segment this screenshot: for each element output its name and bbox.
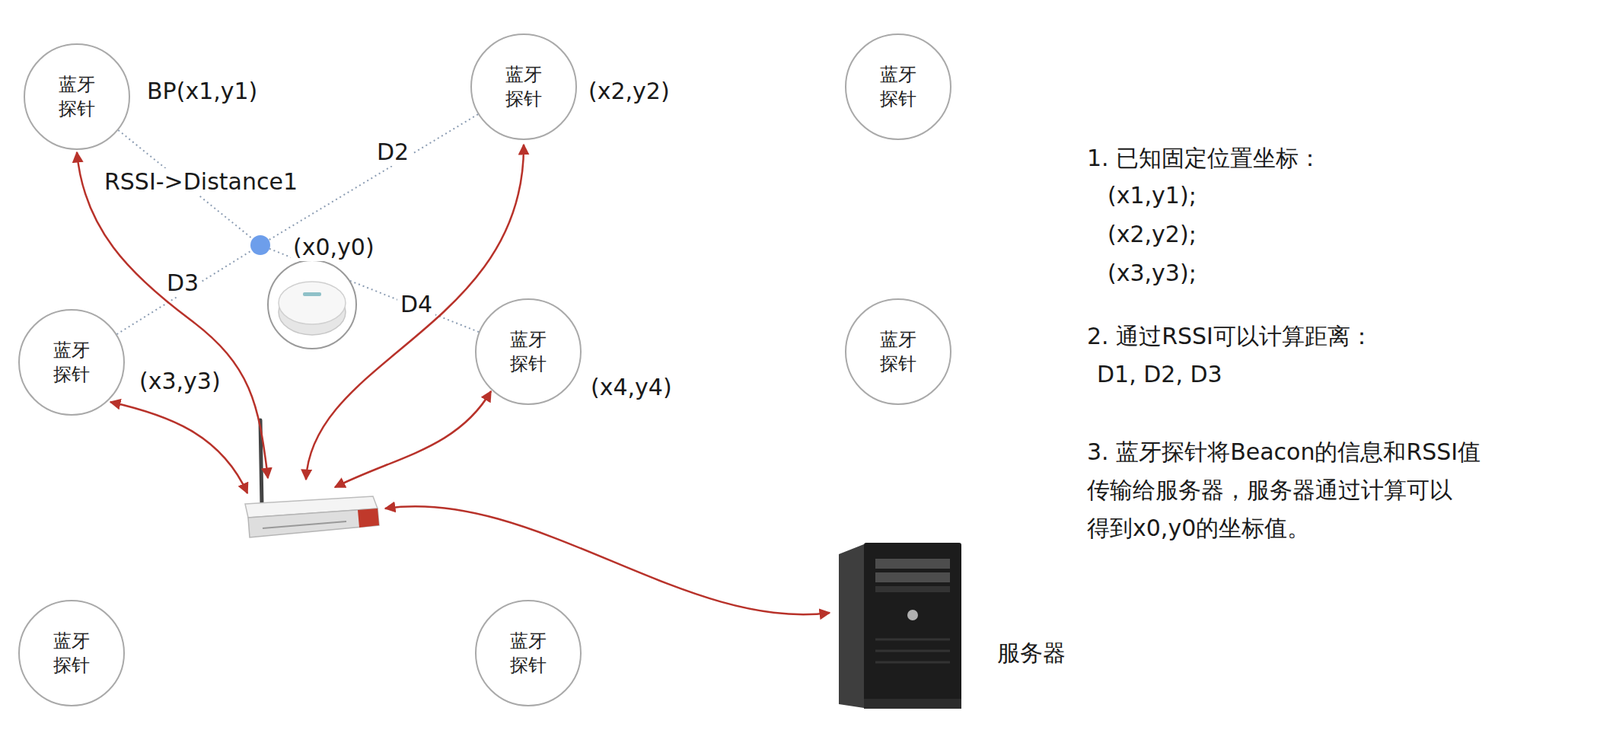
server-front <box>863 542 962 709</box>
probe-name: 蓝牙 探针 <box>53 337 90 388</box>
note-text: (x1,y1); <box>1107 176 1197 215</box>
probe-name: 蓝牙 探针 <box>509 628 547 679</box>
bluetooth-probe: 蓝牙 探针 <box>474 599 582 707</box>
note-text: 2. 通过RSSI可以计算距离： <box>1086 317 1374 356</box>
note-text: (x3,y3); <box>1107 254 1197 293</box>
coordinate-label: (x2,y2) <box>586 77 673 106</box>
beacon-top <box>278 281 346 325</box>
distance-line <box>116 250 252 335</box>
beacon-position: (x0,y0) <box>250 235 271 255</box>
probe-name: 蓝牙 探针 <box>53 628 90 679</box>
server-bay <box>875 558 950 569</box>
bluetooth-probe: 蓝牙 探针BP(x1,y1) <box>23 43 131 150</box>
bluetooth-probe: 蓝牙 探针(x4,y4) <box>474 298 582 405</box>
bluetooth-probe: 蓝牙 探针 <box>844 33 952 141</box>
coordinate-label: (x4,y4) <box>588 373 675 402</box>
note-text: 1. 已知固定位置坐标： <box>1086 139 1322 178</box>
network-link <box>334 391 491 488</box>
router <box>245 420 380 538</box>
server-vent <box>875 638 950 641</box>
server-vent <box>875 661 950 664</box>
bluetooth-probe: 蓝牙 探针 <box>18 599 125 707</box>
server-label: 服务器 <box>994 639 1068 667</box>
beacon-outline <box>267 260 357 349</box>
router-end <box>357 508 380 528</box>
beacon-logo <box>302 292 322 297</box>
coordinate-label: BP(x1,y1) <box>144 77 260 106</box>
bluetooth-probe: 蓝牙 探针 <box>844 298 952 405</box>
coordinate-label: (x3,y3) <box>137 367 224 396</box>
network-link <box>110 401 248 494</box>
probe-name: 蓝牙 探针 <box>58 72 96 122</box>
server-badge <box>907 609 918 621</box>
network-links <box>76 144 830 615</box>
bluetooth-probe: 蓝牙 探针(x2,y2) <box>470 33 577 141</box>
note-text: 3. 蓝牙探针将Beacon的信息和RSSI值 传输给服务器，服务器通过计算可以… <box>1086 433 1575 547</box>
distance-label: D4 <box>397 290 436 319</box>
beacon-device <box>267 260 357 349</box>
probe-name: 蓝牙 探针 <box>879 327 917 377</box>
coordinate-label: (x0,y0) <box>290 233 377 262</box>
distance-label: D3 <box>163 269 202 297</box>
server-base <box>863 698 962 709</box>
bluetooth-probe: 蓝牙 探针(x3,y3) <box>18 309 125 416</box>
server-bay <box>875 586 950 593</box>
server-node: 服务器 <box>836 541 965 710</box>
probe-name: 蓝牙 探针 <box>509 327 547 377</box>
server-tower <box>838 542 962 709</box>
server-vent <box>875 650 950 653</box>
server-side <box>838 544 864 708</box>
probe-name: 蓝牙 探针 <box>505 62 542 112</box>
router-front <box>248 508 380 538</box>
distance-label: RSSI->Distance1 <box>101 168 301 196</box>
network-link <box>385 506 830 615</box>
router-slot <box>262 521 347 529</box>
server-bay <box>875 572 950 583</box>
note-text: (x2,y2); <box>1107 215 1197 254</box>
note-text: D1, D2, D3 <box>1096 355 1223 394</box>
distance-label: D2 <box>373 138 412 166</box>
network-link <box>76 152 268 479</box>
probe-name: 蓝牙 探针 <box>879 62 917 112</box>
